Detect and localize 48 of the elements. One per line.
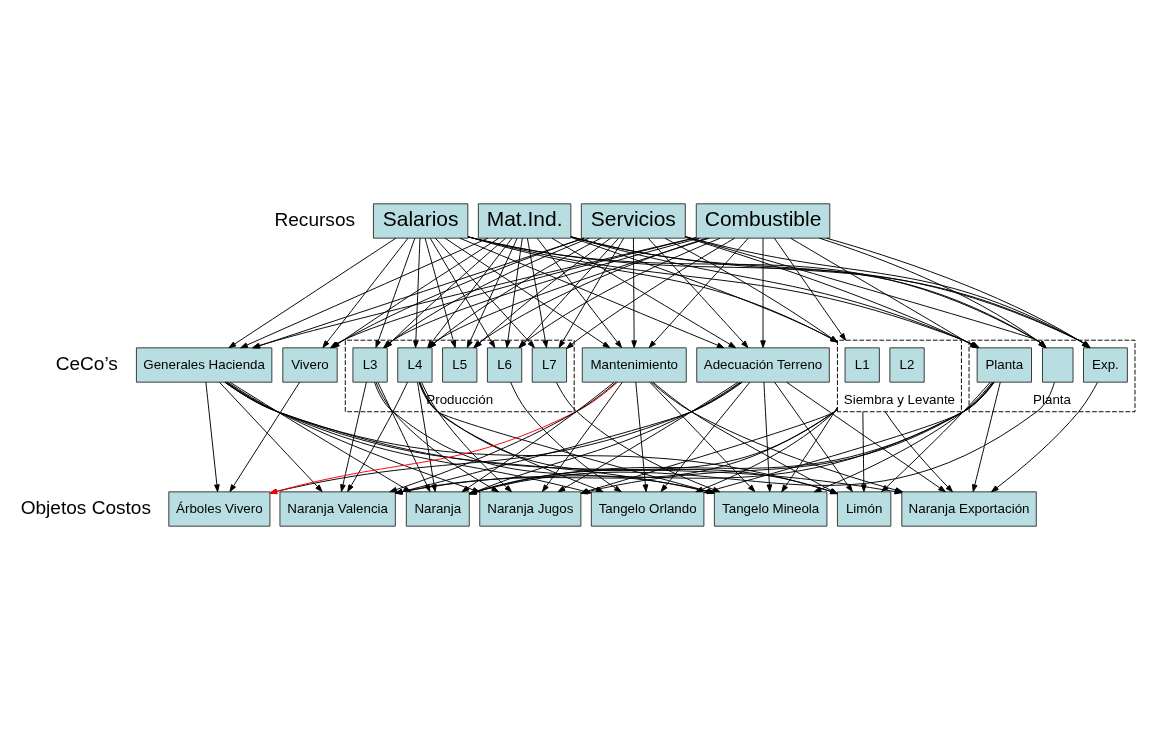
node-box: Naranja Jugos <box>479 490 582 527</box>
arrow <box>218 381 323 492</box>
arrow <box>536 237 622 348</box>
arrow <box>417 381 437 492</box>
node-box: Árboles Vivero <box>168 490 271 527</box>
node-box: Mantenimiento <box>581 346 687 383</box>
node-box: Tangelo Mineola <box>713 490 828 527</box>
node-box: Naranja <box>405 490 470 527</box>
node-box: Adecuación Terreno <box>696 346 830 383</box>
node-box: Mat.Ind. <box>477 202 572 239</box>
node-box: Exp. <box>1083 346 1128 383</box>
node-box: L2 <box>889 346 925 383</box>
arrow <box>205 381 220 492</box>
arrow <box>972 381 1001 492</box>
label: Objetos Costos <box>20 496 152 518</box>
arrow <box>413 237 421 348</box>
arrow <box>991 381 1098 492</box>
arrow <box>505 237 523 348</box>
arrow <box>861 410 867 492</box>
arrow <box>781 406 838 492</box>
node-box: Naranja Valencia <box>279 490 396 527</box>
node-box: L4 <box>397 346 433 383</box>
node-box: Limón <box>836 490 892 527</box>
node-box: L5 <box>442 346 478 383</box>
node-box: Planta <box>976 346 1032 383</box>
node-box: L3 <box>352 346 388 383</box>
arrow <box>763 381 773 492</box>
node-box: L6 <box>486 346 523 383</box>
node-box: Combustible <box>695 202 831 239</box>
arrow <box>774 381 853 492</box>
node-box: Tangelo Orlando <box>590 490 705 527</box>
arrow <box>229 381 301 492</box>
arrow <box>631 237 637 348</box>
arrow <box>526 237 549 348</box>
node-box: Generales Hacienda <box>135 346 273 383</box>
node-box: L1 <box>844 346 880 383</box>
label: CeCo’s <box>55 352 118 374</box>
node-box: Salarios <box>372 202 469 239</box>
node-box: L7 <box>531 346 568 383</box>
arrow <box>635 381 649 492</box>
node-box: Servicios <box>580 202 686 239</box>
label: Recursos <box>274 208 356 230</box>
node-box <box>1042 346 1074 383</box>
arrow <box>558 237 625 348</box>
arrow <box>760 237 766 348</box>
arrow <box>340 381 367 492</box>
node-box: Naranja Exportación <box>901 490 1037 527</box>
node-box: Vivero <box>282 346 338 383</box>
